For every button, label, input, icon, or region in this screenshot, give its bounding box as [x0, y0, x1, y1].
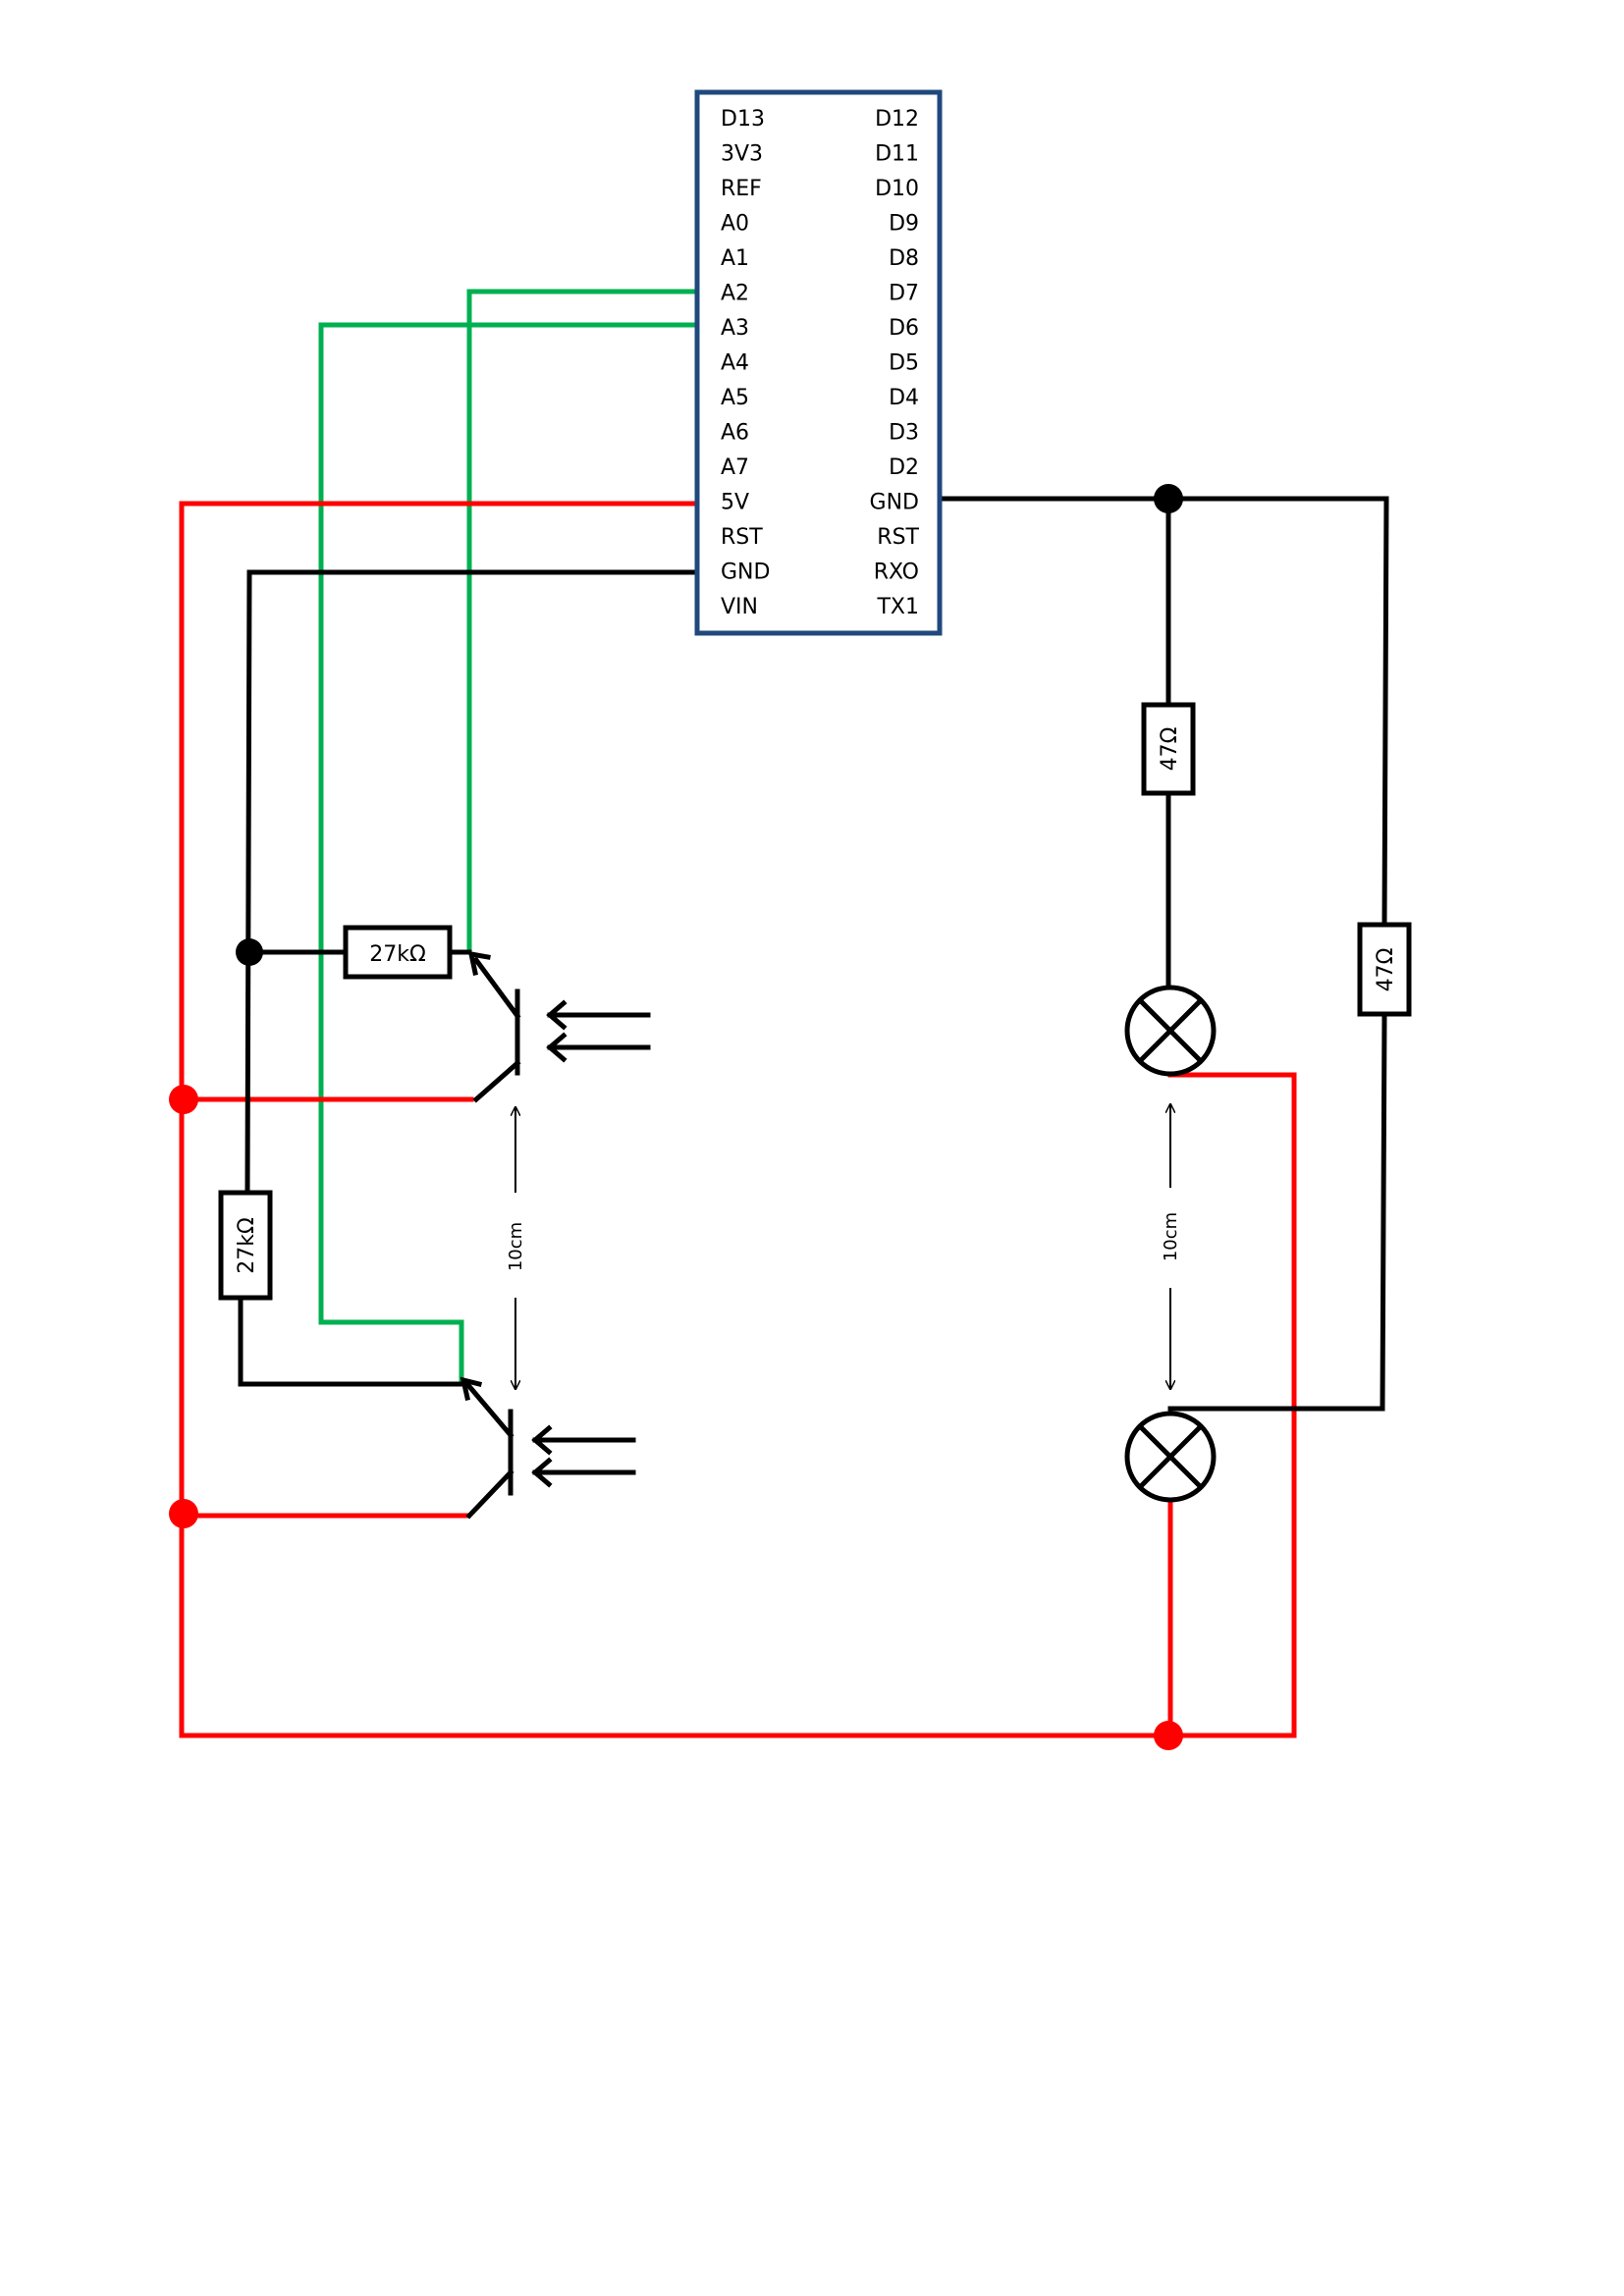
lamp-top: [1124, 985, 1217, 1077]
ground-wire-right: [937, 496, 1389, 928]
pin-label-left: A4: [721, 351, 749, 376]
pin-label-right: D7: [889, 282, 919, 306]
pin-label-right: D10: [875, 177, 919, 201]
pin-label-left: A6: [721, 421, 749, 446]
junction-dot-ground-right: [1154, 484, 1183, 513]
pin-label-left: RST: [721, 525, 763, 550]
distance-label-lamps: 10cm: [1161, 1212, 1181, 1261]
resistor-left-label: 27kΩ: [235, 1217, 259, 1274]
signal-wire-a2: [466, 289, 700, 953]
pin-label-right: D8: [889, 246, 919, 271]
pin-label-left: GND: [721, 561, 770, 585]
pin-label-left: A0: [721, 212, 749, 237]
resistor-right-47: 47Ω: [1357, 922, 1412, 1017]
power-wire-5v: [179, 501, 1297, 1738]
pin-label-left: A3: [721, 316, 749, 341]
pin-label-left: A2: [721, 282, 749, 306]
junction-dot-ground-left: [236, 938, 263, 966]
pin-label-right: D9: [889, 212, 919, 237]
pin-label-left: 5V: [721, 491, 749, 515]
resistor-left-27k: 27kΩ: [218, 1190, 273, 1301]
arduino-board-outline: [694, 89, 943, 636]
resistor-top-27k: 27kΩ: [343, 925, 453, 980]
pin-label-left: A7: [721, 455, 749, 480]
pin-label-right: D6: [889, 316, 919, 341]
pin-label-right: D2: [889, 455, 919, 480]
ground-wire-left-lower: [238, 1295, 464, 1387]
junction-dot-power-sensor2: [169, 1499, 198, 1528]
pin-label-left: 3V3: [721, 142, 763, 167]
lamp-bottom: [1124, 1411, 1217, 1503]
pin-label-right: D11: [875, 142, 919, 167]
pin-label-left: A1: [721, 246, 749, 271]
resistor-top-label: 27kΩ: [369, 942, 426, 967]
ground-wire-right-lower: [1380, 1011, 1387, 1412]
pin-label-right: D12: [875, 107, 919, 132]
distance-label-sensors: 10cm: [506, 1222, 526, 1271]
pin-label-right: D5: [889, 351, 919, 376]
distance-marker-sensors: 10cm: [506, 1107, 526, 1389]
resistor-right-label: 47Ω: [1374, 948, 1398, 992]
pin-label-right: GND: [870, 491, 919, 515]
ground-wire-left: [244, 569, 700, 1196]
resistor-led-47: 47Ω: [1141, 702, 1196, 796]
pin-label-left: VIN: [721, 595, 758, 619]
signal-wire-a3: [318, 322, 700, 1387]
phototransistor-bottom: [460, 1376, 636, 1520]
junction-dot-power-bottom: [1154, 1721, 1183, 1750]
pin-label-right: D3: [889, 421, 919, 446]
light-arrows-bottom: [531, 1424, 636, 1488]
pin-label-left: A5: [721, 386, 749, 410]
pin-label-right: RXO: [874, 561, 919, 585]
junction-dot-power-sensor1: [169, 1085, 198, 1114]
pin-label-right: RST: [877, 525, 919, 550]
pin-label-left: D13: [721, 107, 765, 132]
distance-marker-lamps: 10cm: [1161, 1104, 1181, 1389]
resistor-led-label: 47Ω: [1158, 727, 1182, 772]
light-arrows-top: [546, 999, 651, 1063]
pin-label-left: REF: [721, 177, 762, 201]
pin-label-right: D4: [889, 386, 919, 410]
pin-label-right: TX1: [876, 595, 919, 619]
phototransistor-top: [467, 950, 651, 1103]
